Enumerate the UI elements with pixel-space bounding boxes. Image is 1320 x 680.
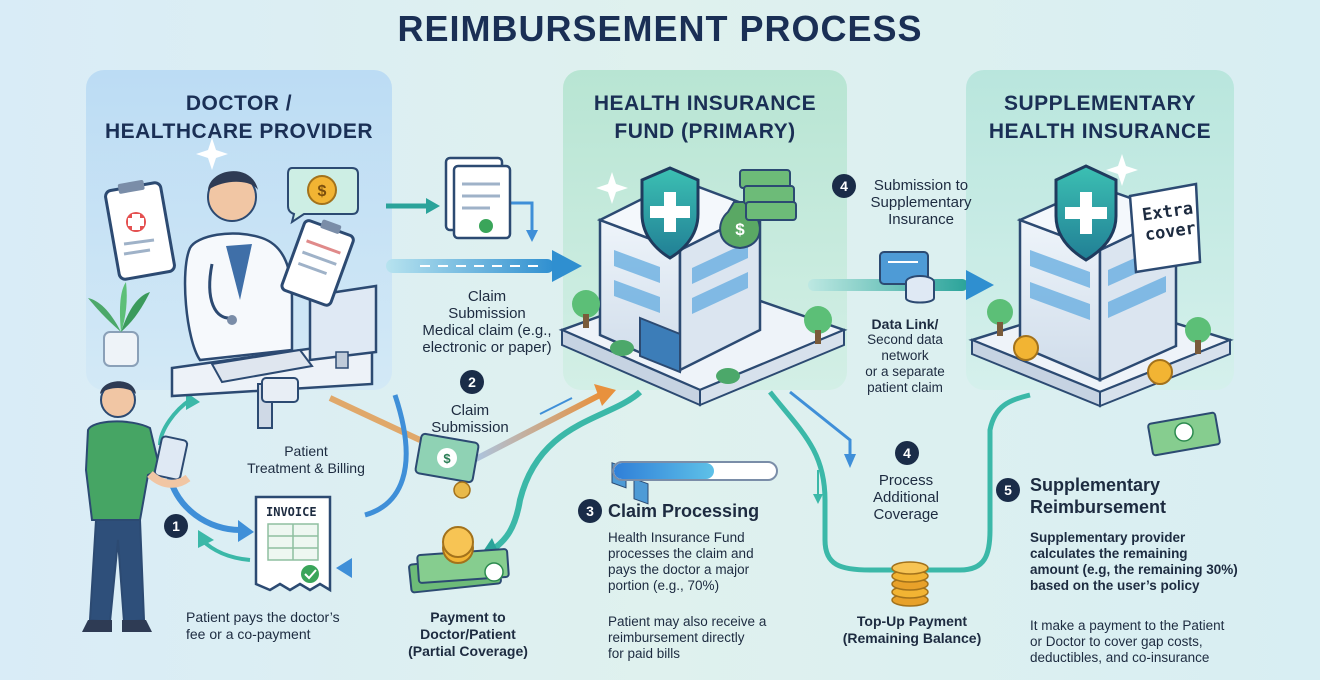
- step-5-h1: Supplementary: [1030, 475, 1161, 495]
- document-arrow: [386, 198, 538, 242]
- data-link-line4: or a separate: [865, 364, 945, 379]
- step-2-line2: Submission: [431, 419, 509, 436]
- data-link-line5: patient claim: [867, 380, 943, 395]
- step-5-c1: It make a payment to the Patient: [1030, 618, 1225, 633]
- step-1-badge: 1: [164, 514, 188, 538]
- patient-treatment-label: Patient Treatment & Billing: [226, 443, 386, 477]
- step-4b-line2: Additional: [873, 489, 939, 506]
- step-4a-line2: Supplementary: [870, 194, 972, 211]
- supplementary-panel-title: SUPPLEMENTARY HEALTH INSURANCE: [966, 90, 1234, 146]
- step-3-d2: processes the claim and: [608, 546, 754, 561]
- svg-text:$: $: [735, 220, 745, 239]
- step-3-e3: for paid bills: [608, 646, 681, 661]
- step-5-extra: It make a payment to the Patient or Doct…: [1030, 618, 1300, 666]
- step-2-badge: 2: [460, 370, 484, 394]
- coin-stack-icon: [891, 561, 929, 607]
- step-2-label: Claim Submission: [420, 402, 520, 436]
- topup-line2: (Remaining Balance): [842, 630, 982, 646]
- step-4a-badge: 4: [832, 174, 856, 198]
- fund-title-line2: FUND (PRIMARY): [614, 120, 796, 143]
- step-3-extra: Patient may also receive a reimbursement…: [608, 614, 808, 662]
- step-2-line1: Claim: [450, 402, 490, 419]
- data-link-line2: Second data: [867, 332, 943, 347]
- step-1-desc2: fee or a co-payment: [186, 626, 311, 642]
- data-link-line3: network: [881, 348, 929, 363]
- step-5-b3: amount (e.g, the remaining 30%): [1030, 562, 1238, 577]
- payment-return-arrow: [336, 389, 643, 578]
- money-stack-icon: [408, 526, 510, 594]
- extra-cover-label: Extra cover: [1137, 198, 1200, 246]
- step-3-d3: pays the doctor a major: [608, 562, 750, 577]
- step-1-desc1: Patient pays the doctor’s: [186, 609, 340, 625]
- invoice-icon: [254, 495, 332, 593]
- step-4a-label: Submission to Supplementary Insurance: [846, 177, 996, 228]
- step-3-e1: Patient may also receive a: [608, 614, 767, 629]
- payment-doctor-line1: Payment to: [430, 609, 506, 625]
- step-5-b1: Supplementary provider: [1030, 530, 1186, 545]
- step-3-description: Health Insurance Fund processes the clai…: [608, 530, 808, 594]
- step-3-d4: portion (e.g., 70%): [608, 578, 720, 593]
- svg-text:$: $: [443, 451, 451, 466]
- claim-submission-desc2: electronic or paper): [422, 339, 552, 356]
- step-5-body: Supplementary provider calculates the re…: [1030, 530, 1290, 594]
- step-4b-line3: Coverage: [873, 506, 939, 523]
- data-file-icon: [879, 251, 935, 304]
- claim-submission-title2: Submission: [448, 305, 526, 322]
- supplementary-building-illustration: [968, 154, 1234, 408]
- topup-line1: Top-Up Payment: [856, 613, 968, 629]
- step-5-heading: Supplementary Reimbursement: [1030, 474, 1250, 518]
- fund-title-line1: HEALTH INSURANCE: [593, 92, 817, 115]
- step-3-heading: Claim Processing: [608, 501, 760, 521]
- claim-submission-label: Claim Submission Medical claim (e.g., el…: [404, 288, 570, 356]
- step-4a-line1: Submission to: [873, 177, 969, 194]
- step-4b-badge: 4: [895, 441, 919, 465]
- fund-building-illustration: $: [558, 166, 848, 505]
- step-4b-line1: Process: [878, 472, 934, 489]
- patient-illustration: [82, 381, 191, 632]
- supplementary-title-line2: HEALTH INSURANCE: [988, 120, 1212, 143]
- step-5-c3: deductibles, and co-insurance: [1030, 650, 1210, 665]
- data-link-line1: Data Link/: [871, 316, 939, 332]
- patient-treatment-line2: Treatment & Billing: [247, 460, 365, 476]
- step-5-b2: calculates the remaining: [1030, 546, 1188, 561]
- step-3-e2: reimbursement directly: [608, 630, 745, 645]
- provider-title-line1: DOCTOR /: [185, 92, 293, 115]
- cash-bill-icon: [1147, 411, 1221, 457]
- provider-panel-title: DOCTOR / HEALTHCARE PROVIDER: [86, 90, 392, 146]
- cheque-icon: $: [414, 432, 480, 499]
- step-4a-line3: Insurance: [888, 211, 954, 228]
- step-3-badge: 3: [578, 499, 602, 523]
- payment-doctor-line3: (Partial Coverage): [408, 643, 528, 659]
- provider-title-line2: HEALTHCARE PROVIDER: [104, 120, 374, 143]
- invoice-label: INVOICE: [266, 505, 317, 519]
- patient-treatment-line1: Patient: [284, 443, 328, 459]
- step-5-b4: based on the user’s policy: [1030, 578, 1200, 593]
- step-4b-label: Process Additional Coverage: [846, 472, 966, 523]
- step-5-h2: Reimbursement: [1030, 497, 1167, 517]
- claim-document-icon: [444, 156, 512, 240]
- step-1-description: Patient pays the doctor’s fee or a co-pa…: [186, 609, 386, 643]
- data-link-lines: [768, 390, 1031, 573]
- topup-payment-label: Top-Up Payment (Remaining Balance): [832, 613, 992, 647]
- claim-progress-fill: [614, 463, 715, 479]
- claim-submission-arrow: [386, 250, 582, 282]
- claim-submission-title: Claim: [467, 288, 507, 305]
- doctor-illustration: $: [88, 138, 378, 429]
- payment-to-doctor-label: Payment to Doctor/Patient (Partial Cover…: [388, 609, 548, 660]
- claim-submission-desc1: Medical claim (e.g.,: [422, 322, 552, 339]
- step-3-d1: Health Insurance Fund: [608, 530, 745, 545]
- supplementary-title-line1: SUPPLEMENTARY: [1003, 92, 1196, 115]
- fund-panel-title: HEALTH INSURANCE FUND (PRIMARY): [563, 90, 847, 146]
- step-5-c2: or Doctor to cover gap costs,: [1030, 634, 1203, 649]
- claim-progress-bar: [612, 461, 778, 481]
- step-5-badge: 5: [996, 478, 1020, 502]
- svg-text:$: $: [318, 183, 327, 200]
- page-title: REIMBURSEMENT PROCESS: [397, 8, 923, 49]
- payment-doctor-line2: Doctor/Patient: [420, 626, 516, 642]
- data-link-label: Data Link/ Second data network or a sepa…: [850, 316, 960, 396]
